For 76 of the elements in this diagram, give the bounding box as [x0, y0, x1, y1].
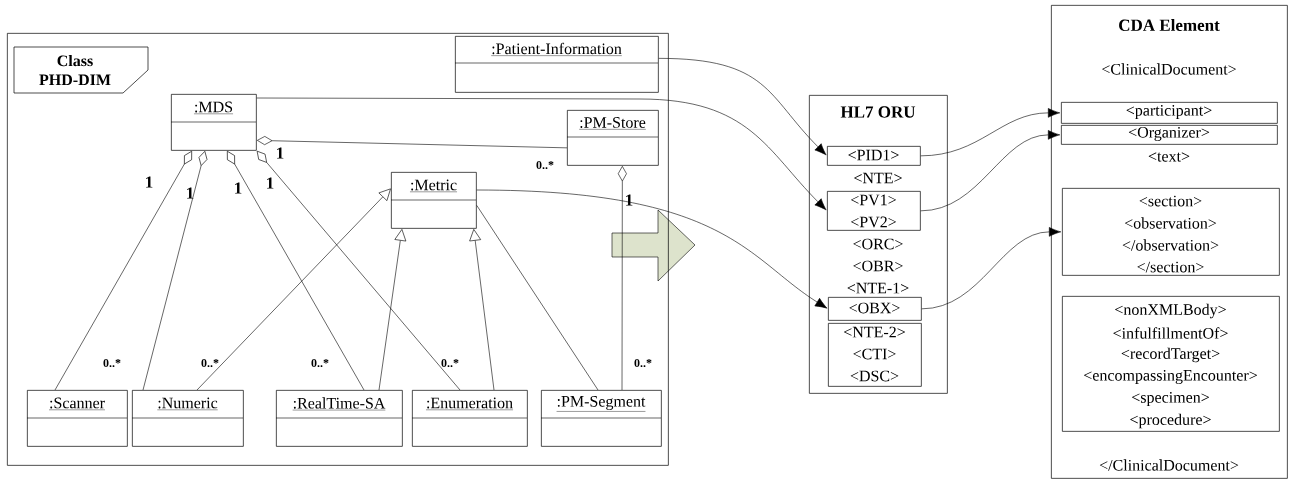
element-tag: <nonXMLBody>: [1115, 303, 1226, 319]
element-tag: <procedure>: [1130, 413, 1211, 429]
multiplicity-label: 0..*: [441, 358, 459, 368]
association-line: [476, 205, 599, 391]
element-tag: <DSC>: [850, 370, 899, 382]
element-tag: <ClinicalDocument>: [1102, 63, 1236, 75]
element-tag: <Organizer>: [1128, 127, 1210, 141]
aggregation-line: [54, 150, 192, 391]
segment-box: [827, 191, 921, 231]
element-tag: <participant>: [1126, 105, 1212, 119]
class-box: :PM-Store: [566, 110, 659, 166]
element-tag: <observation>: [1124, 217, 1217, 229]
element-tag: <infulfillmentOf>: [1113, 327, 1228, 339]
element-tag: <NTE-2>: [844, 326, 905, 338]
multiplicity-label: 1: [626, 194, 633, 206]
mapping-arrow: [658, 58, 827, 156]
element-tag: <encompassingEncounter>: [1084, 370, 1257, 385]
class-box: :MDS: [170, 94, 257, 151]
generalization-arrow: [378, 229, 407, 391]
multiplicity-label: 0..*: [536, 160, 554, 170]
element-tag: <NTE>: [854, 172, 902, 184]
mapping-arrow: [920, 108, 1061, 157]
multiplicity-label: 1: [277, 147, 284, 159]
aggregation-line: [617, 166, 627, 391]
multiplicity-label: 0..*: [103, 358, 121, 368]
element-tag: <ORC>: [853, 238, 903, 250]
panel-heading: CDA Element: [1119, 19, 1220, 31]
aggregation-line: [142, 151, 208, 391]
generalization-arrow: [196, 188, 391, 391]
multiplicity-label: 1: [267, 177, 274, 189]
element-tag: <recordTarget>: [1121, 347, 1220, 363]
element-tag: <specimen>: [1132, 392, 1209, 406]
element-tag: <CTI>: [853, 348, 896, 360]
segment-box: [1062, 296, 1280, 432]
segment-box: [827, 146, 921, 166]
class-box: :PM-Segment: [540, 390, 662, 447]
element-tag: <PV2>: [851, 216, 896, 228]
generalization-arrow: [469, 229, 495, 391]
multiplicity-label: 0..*: [201, 358, 219, 368]
segment-box: [828, 297, 922, 321]
multiplicity-label: 0..*: [311, 358, 329, 368]
element-tag: </ClinicalDocument>: [1099, 459, 1239, 471]
element-tag: <NTE-1>: [847, 282, 909, 294]
class-box: :Numeric: [131, 390, 244, 447]
element-tag: <text>: [1148, 152, 1190, 162]
aggregation-line: [227, 150, 365, 391]
element-tag: <PV1>: [851, 194, 896, 206]
multiplicity-label: 1: [187, 187, 194, 199]
segment-box: [1062, 188, 1280, 276]
multiplicity-label: 0..*: [634, 358, 652, 368]
element-tag: </observation>: [1122, 239, 1219, 251]
segment-box: [828, 323, 922, 387]
class-box: :Scanner: [26, 390, 128, 447]
mapping-arrow: [920, 130, 1061, 212]
frame-title-tab: Class PHD-DIM: [13, 46, 149, 94]
element-tag: <OBR>: [853, 260, 903, 272]
element-tag: </section>: [1137, 261, 1204, 273]
mapping-arrow: [256, 97, 827, 211]
segment-box: [1061, 102, 1278, 124]
class-box: :Enumeration: [411, 390, 528, 447]
aggregation-line: [256, 150, 461, 391]
mapping-arrow: [921, 227, 1062, 310]
aggregation-line: [257, 136, 568, 149]
panel-heading: HL7 ORU: [840, 106, 916, 118]
element-tag: <section>: [1139, 195, 1202, 207]
element-tag: <OBX>: [849, 302, 900, 314]
document-panel: [809, 95, 948, 394]
class-box: :Patient-Information: [454, 36, 659, 93]
multiplicity-label: 1: [146, 176, 153, 188]
multiplicity-label: 1: [235, 182, 242, 194]
mapping-arrow: [476, 189, 828, 309]
segment-box: [1061, 125, 1278, 145]
class-box: :Metric: [390, 172, 477, 229]
class-box: :RealTime-SA: [275, 390, 403, 447]
document-panel: [1051, 5, 1288, 479]
element-tag: <PID1>: [848, 149, 899, 161]
